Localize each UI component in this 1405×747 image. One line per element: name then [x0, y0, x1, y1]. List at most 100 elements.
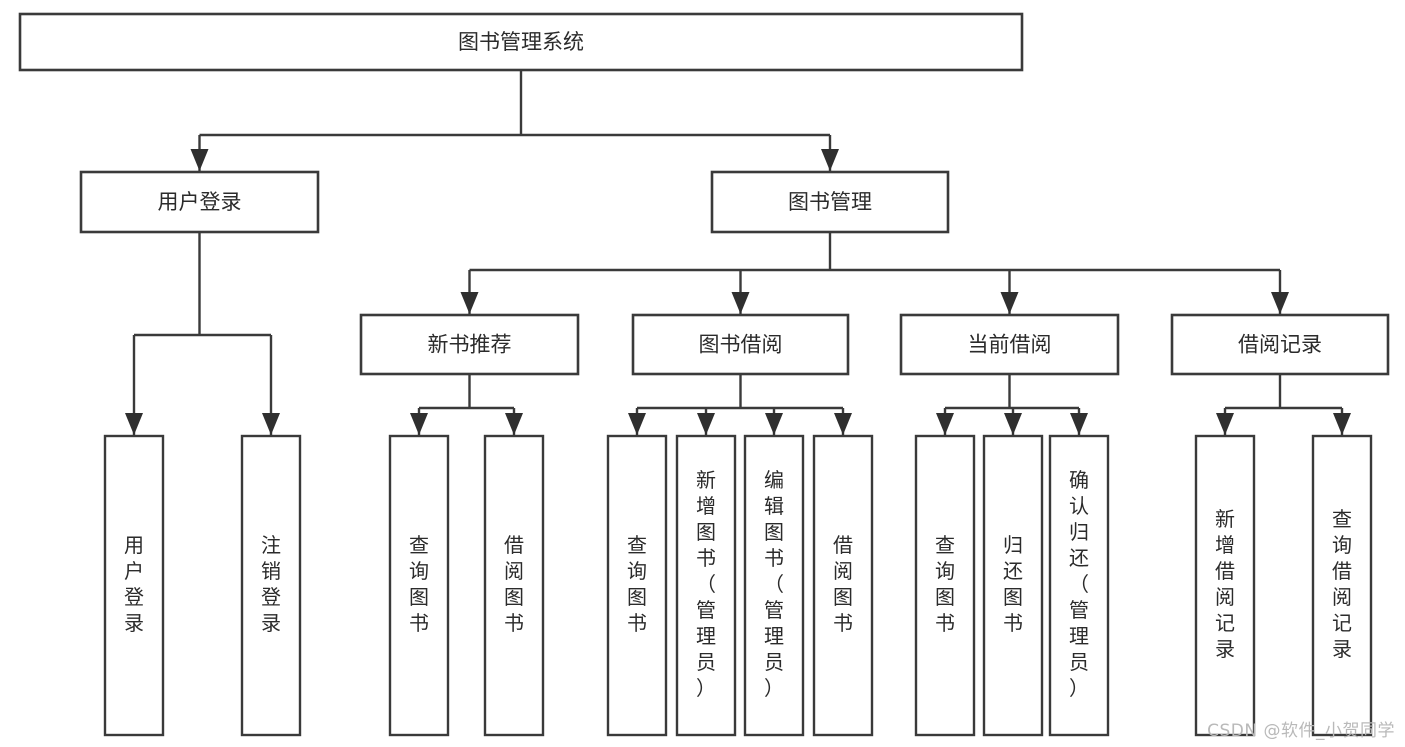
leaf-node-node-e69fa5e8afa2e59bbee4b9a6-label-char: 图 — [935, 585, 955, 609]
leaf-node-node-e7bc96e8be91e59bbee4b9a6efbc88e7aea1e79086e59198efbc89-label-char: 编 — [764, 468, 784, 492]
leaf-node-node-e7a1aee8aea4e5bd92e8bf98efbc88e7aea1e79086e59198efbc89-label-char: 理 — [1069, 624, 1089, 648]
leaf-node-node-e69fa5e8afa2e59bbee4b9a6-label-char: 查 — [627, 533, 647, 557]
branch-node-node-e59bbee4b9a6e7aea1e79086-rect — [710, 170, 950, 234]
branch-node-node-e59bbee4b9a6e7aea1e79086[interactable]: 图书管理 — [710, 170, 950, 234]
leaf-node-node-e69fa5e8afa2e5809fe99885e8aeb0e5bd95-label-char: 查 — [1332, 507, 1352, 531]
arrow-head-icon — [821, 149, 839, 171]
leaf-node-node-e7bc96e8be91e59bbee4b9a6efbc88e7aea1e79086e59198efbc89-label-char: 员 — [764, 650, 784, 674]
leaf-node-node-e7bc96e8be91e59bbee4b9a6efbc88e7aea1e79086e59198efbc89-label-char: 书 — [764, 546, 784, 570]
leaf-node-node-e6b3a8e99480e799bbe5bd95-label-char: 登 — [261, 585, 281, 609]
root-node-node-e59bbee4b9a6e7aea1e79086e7b3bbe7bb9f-rect — [18, 12, 1024, 72]
leaf-node-node-e5809fe99885e59bbee4b9a6-label-char: 借 — [833, 533, 853, 557]
leaf-node-node-e5bd92e8bf98e59bbee4b9a6-label-char: 图 — [1003, 585, 1023, 609]
leaf-node-node-e7a1aee8aea4e5bd92e8bf98efbc88e7aea1e79086e59198efbc89-label-char: 员 — [1069, 650, 1089, 674]
leaf-node-node-e69fa5e8afa2e59bbee4b9a6-label-char: 询 — [935, 559, 955, 583]
group-node-node-e59bbee4b9a6e5809fe99885-label: 图书借阅 — [699, 333, 783, 357]
leaf-node-node-e696b0e5a29ee5809fe99885e8aeb0e5bd95-label-char: 阅 — [1215, 585, 1235, 609]
leaf-node-node-e794a8e688b7e799bbe5bd95-label-char: 登 — [124, 585, 144, 609]
arrow-head-icon — [1271, 292, 1289, 314]
leaf-node-node-e696b0e5a29ee59bbee4b9a6efbc88e7aea1e79086e59198efbc89-rect — [675, 434, 737, 737]
branch-node-node-e794a8e688b7e799bbe5bd95-label: 用户登录 — [158, 190, 242, 214]
leaf-node-node-e7bc96e8be91e59bbee4b9a6efbc88e7aea1e79086e59198efbc89-label-char: ） — [764, 676, 784, 700]
leaf-node-node-e69fa5e8afa2e59bbee4b9a6-label-char: 书 — [935, 611, 955, 635]
leaf-node-node-e5809fe99885e59bbee4b9a6-label-char: 阅 — [504, 559, 524, 583]
group-node-node-e5bd93e5898de5809fe99885[interactable]: 当前借阅 — [899, 313, 1120, 376]
leaf-node-node-e696b0e5a29ee5809fe99885e8aeb0e5bd95-label-char: 增 — [1215, 533, 1235, 557]
leaf-node-node-e696b0e5a29ee59bbee4b9a6efbc88e7aea1e79086e59198efbc89-label-char: ） — [696, 676, 716, 700]
leaf-node-node-e69fa5e8afa2e59bbee4b9a6-label-char: 查 — [935, 533, 955, 557]
group-node-node-e5809fe99885e8aeb0e5bd95-label: 借阅记录 — [1238, 333, 1322, 357]
leaf-node-node-e696b0e5a29ee59bbee4b9a6efbc88e7aea1e79086e59198efbc89-label-char: 理 — [696, 624, 716, 648]
leaf-node-node-e6b3a8e99480e799bbe5bd95-label-char: 注 — [261, 533, 281, 557]
arrow-head-icon — [1216, 413, 1234, 435]
arrow-head-icon — [731, 292, 750, 314]
leaf-node-node-e69fa5e8afa2e5809fe99885e8aeb0e5bd95-label-char: 询 — [1332, 533, 1352, 557]
leaf-node-node-e5809fe99885e59bbee4b9a6-rect — [812, 434, 874, 737]
group-node-node-e59bbee4b9a6e5809fe99885-rect — [631, 313, 850, 376]
leaf-node-node-e69fa5e8afa2e59bbee4b9a6-rect — [914, 434, 976, 737]
leaf-node-node-e696b0e5a29ee5809fe99885e8aeb0e5bd95-label-char: 记 — [1215, 611, 1235, 635]
leaf-node-node-e7bc96e8be91e59bbee4b9a6efbc88e7aea1e79086e59198efbc89-label-char: 图 — [764, 520, 784, 544]
leaf-node-node-e7bc96e8be91e59bbee4b9a6efbc88e7aea1e79086e59198efbc89-label-char: 辑 — [764, 494, 784, 518]
leaf-node-node-e7bc96e8be91e59bbee4b9a6efbc88e7aea1e79086e59198efbc89-rect — [743, 434, 805, 737]
arrow-head-icon — [628, 413, 646, 435]
leaf-node-node-e696b0e5a29ee59bbee4b9a6efbc88e7aea1e79086e59198efbc89-label-char: 增 — [696, 494, 716, 518]
root-node-node-e59bbee4b9a6e7aea1e79086e7b3bbe7bb9f[interactable]: 图书管理系统 — [18, 12, 1024, 72]
arrow-head-icon — [1004, 413, 1022, 435]
leaf-node-node-e696b0e5a29ee5809fe99885e8aeb0e5bd95-label-char: 录 — [1215, 637, 1235, 661]
arrow-head-icon — [765, 413, 783, 435]
leaf-node-node-e696b0e5a29ee5809fe99885e8aeb0e5bd95-rect — [1194, 434, 1256, 737]
leaf-node-node-e696b0e5a29ee5809fe99885e8aeb0e5bd95-label-char: 新 — [1215, 507, 1235, 531]
leaf-node-node-e7a1aee8aea4e5bd92e8bf98efbc88e7aea1e79086e59198efbc89-rect — [1048, 434, 1110, 737]
leaf-node-node-e69fa5e8afa2e59bbee4b9a6-label-char: 书 — [409, 611, 429, 635]
leaf-node-node-e7a1aee8aea4e5bd92e8bf98efbc88e7aea1e79086e59198efbc89-label-char: 认 — [1069, 494, 1089, 518]
leaf-node-node-e696b0e5a29ee59bbee4b9a6efbc88e7aea1e79086e59198efbc89-label-char: 员 — [696, 650, 716, 674]
leaf-node-node-e7bc96e8be91e59bbee4b9a6efbc88e7aea1e79086e59198efbc89-label-char: 理 — [764, 624, 784, 648]
branch-node-node-e794a8e688b7e799bbe5bd95[interactable]: 用户登录 — [79, 170, 320, 234]
leaf-node-node-e69fa5e8afa2e5809fe99885e8aeb0e5bd95-label-char: 阅 — [1332, 585, 1352, 609]
leaf-node-node-e794a8e688b7e799bbe5bd95[interactable]: 用户登录 — [103, 434, 165, 737]
leaf-node-node-e5809fe99885e59bbee4b9a6-label-char: 阅 — [833, 559, 853, 583]
group-node-node-e59bbee4b9a6e5809fe99885[interactable]: 图书借阅 — [631, 313, 850, 376]
leaf-node-node-e794a8e688b7e799bbe5bd95-rect — [103, 434, 165, 737]
leaf-node-node-e696b0e5a29ee59bbee4b9a6efbc88e7aea1e79086e59198efbc89-label-char: 新 — [696, 468, 716, 492]
arrow-head-icon — [697, 413, 715, 435]
group-node-node-e696b0e4b9a6e68ea8e88d90[interactable]: 新书推荐 — [359, 313, 580, 376]
leaf-node-node-e696b0e5a29ee5809fe99885e8aeb0e5bd95-label-char: 借 — [1215, 559, 1235, 583]
group-node-node-e5809fe99885e8aeb0e5bd95[interactable]: 借阅记录 — [1170, 313, 1390, 376]
leaf-node-node-e696b0e5a29ee59bbee4b9a6efbc88e7aea1e79086e59198efbc89-label-char: 图 — [696, 520, 716, 544]
group-node-node-e5bd93e5898de5809fe99885-rect — [899, 313, 1120, 376]
leaf-node-node-e6b3a8e99480e799bbe5bd95-label-char: 销 — [261, 559, 281, 583]
leaf-node-node-e696b0e5a29ee59bbee4b9a6efbc88e7aea1e79086e59198efbc89-label-char: 书 — [696, 546, 716, 570]
leaf-node-node-e7a1aee8aea4e5bd92e8bf98efbc88e7aea1e79086e59198efbc89-label-char: 还 — [1069, 546, 1089, 570]
group-node-node-e696b0e4b9a6e68ea8e88d90-rect — [359, 313, 580, 376]
leaf-node-node-e7bc96e8be91e59bbee4b9a6efbc88e7aea1e79086e59198efbc89-label-char: （ — [764, 572, 784, 596]
leaf-node-node-e69fa5e8afa2e5809fe99885e8aeb0e5bd95-label-char: 借 — [1332, 559, 1352, 583]
arrow-head-icon — [262, 413, 280, 435]
leaf-node-node-e5809fe99885e59bbee4b9a6-rect — [483, 434, 545, 737]
arrow-head-icon — [410, 413, 428, 435]
leaf-node-node-e69fa5e8afa2e5809fe99885e8aeb0e5bd95-rect — [1311, 434, 1373, 737]
leaf-node-node-e7a1aee8aea4e5bd92e8bf98efbc88e7aea1e79086e59198efbc89-label-char: 确 — [1069, 468, 1089, 492]
group-node-node-e5bd93e5898de5809fe99885-label: 当前借阅 — [968, 333, 1052, 357]
group-node-node-e696b0e4b9a6e68ea8e88d90-label: 新书推荐 — [428, 333, 512, 357]
leaf-node-node-e69fa5e8afa2e59bbee4b9a6-label-char: 图 — [409, 585, 429, 609]
leaf-node-node-e5bd92e8bf98e59bbee4b9a6-label-char: 归 — [1003, 533, 1023, 557]
group-node-node-e5809fe99885e8aeb0e5bd95-rect — [1170, 313, 1390, 376]
leaf-node-node-e69fa5e8afa2e59bbee4b9a6-label-char: 查 — [409, 533, 429, 557]
leaf-node-node-e7a1aee8aea4e5bd92e8bf98efbc88e7aea1e79086e59198efbc89-label-char: 管 — [1069, 598, 1089, 622]
arrow-head-icon — [125, 413, 143, 435]
